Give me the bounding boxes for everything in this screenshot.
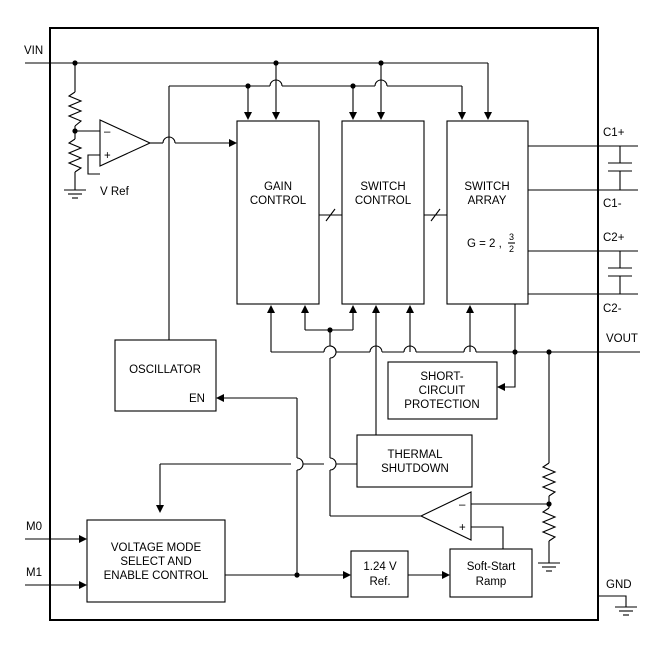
short-circuit-line2: CIRCUIT xyxy=(419,385,466,397)
thermal-shutdown-block: THERMAL SHUTDOWN xyxy=(156,434,473,513)
vin-bus xyxy=(25,60,492,120)
output-divider xyxy=(471,352,560,572)
chip-outline xyxy=(49,27,599,621)
short-circuit-line3: PROTECTION xyxy=(404,399,479,411)
voltage-mode-line3: ENABLE CONTROL xyxy=(104,570,209,582)
vin-comparator: – + V Ref xyxy=(87,119,237,198)
pin-gnd: GND xyxy=(606,579,632,591)
softstart-line2: Ramp xyxy=(476,576,507,588)
short-circuit-block: SHORT- CIRCUIT PROTECTION xyxy=(387,352,516,420)
softstart-block: Soft-Start Ramp xyxy=(449,548,533,598)
gain-switch-link xyxy=(301,305,357,333)
pin-m0: M0 xyxy=(26,521,42,533)
thermal-line2: SHUTDOWN xyxy=(381,463,449,475)
comparator-minus: – xyxy=(104,126,111,138)
gnd-pin: GND xyxy=(598,579,637,616)
ref-line1: 1.24 V xyxy=(363,561,397,573)
oscillator-en: EN xyxy=(189,393,205,405)
oscillator-label: OSCILLATOR xyxy=(129,364,201,376)
pin-c2-plus: C2+ xyxy=(603,232,625,244)
pin-m1: M1 xyxy=(26,567,42,579)
vout-bus: VOUT xyxy=(267,304,640,355)
voltage-mode-line1: VOLTAGE MODE xyxy=(111,542,202,554)
pin-c2-minus: C2- xyxy=(603,303,622,315)
thermal-line1: THERMAL xyxy=(388,449,444,461)
gain-numerator: 3 xyxy=(509,232,514,242)
gain-control-line2: CONTROL xyxy=(250,195,307,207)
pin-vin: VIN xyxy=(24,45,43,57)
pin-c1-plus: C1+ xyxy=(603,127,625,139)
error-amplifier: – + xyxy=(419,491,504,549)
switch-control-line2: CONTROL xyxy=(355,195,412,207)
voltage-mode-block: VOLTAGE MODE SELECT AND ENABLE CONTROL xyxy=(25,519,351,603)
error-amp-minus: – xyxy=(459,499,466,511)
capacitor-c1: C1+ C1- xyxy=(528,127,638,210)
control-lines xyxy=(329,305,421,517)
switch-control-block: SWITCH CONTROL xyxy=(341,120,425,305)
short-circuit-line1: SHORT- xyxy=(420,371,463,383)
capacitor-c2: C2+ C2- xyxy=(528,232,638,315)
switch-control-line1: SWITCH xyxy=(360,181,405,193)
vin-divider xyxy=(64,63,100,199)
pin-c1-minus: C1- xyxy=(603,198,622,210)
bus-connections xyxy=(319,208,447,222)
softstart-line1: Soft-Start xyxy=(467,561,516,573)
gain-denominator: 2 xyxy=(509,244,514,254)
reference-block: 1.24 V Ref. xyxy=(350,550,450,598)
switch-array-line1: SWITCH xyxy=(464,181,509,193)
ref-line2: Ref. xyxy=(369,576,390,588)
gain-control-line1: GAIN xyxy=(264,181,292,193)
oscillator-block: OSCILLATOR EN xyxy=(114,86,304,575)
switch-array-block: SWITCH ARRAY G = 2 , 3 2 xyxy=(446,120,529,305)
pin-vout: VOUT xyxy=(606,333,638,345)
vref-label: V Ref xyxy=(100,186,130,198)
gain-control-block: GAIN CONTROL xyxy=(236,120,320,305)
switch-array-line2: ARRAY xyxy=(468,195,507,207)
voltage-mode-line2: SELECT AND xyxy=(120,556,191,568)
gain-equation: G = 2 , xyxy=(467,238,502,250)
comparator-plus: + xyxy=(104,150,111,162)
error-amp-plus: + xyxy=(459,522,466,534)
